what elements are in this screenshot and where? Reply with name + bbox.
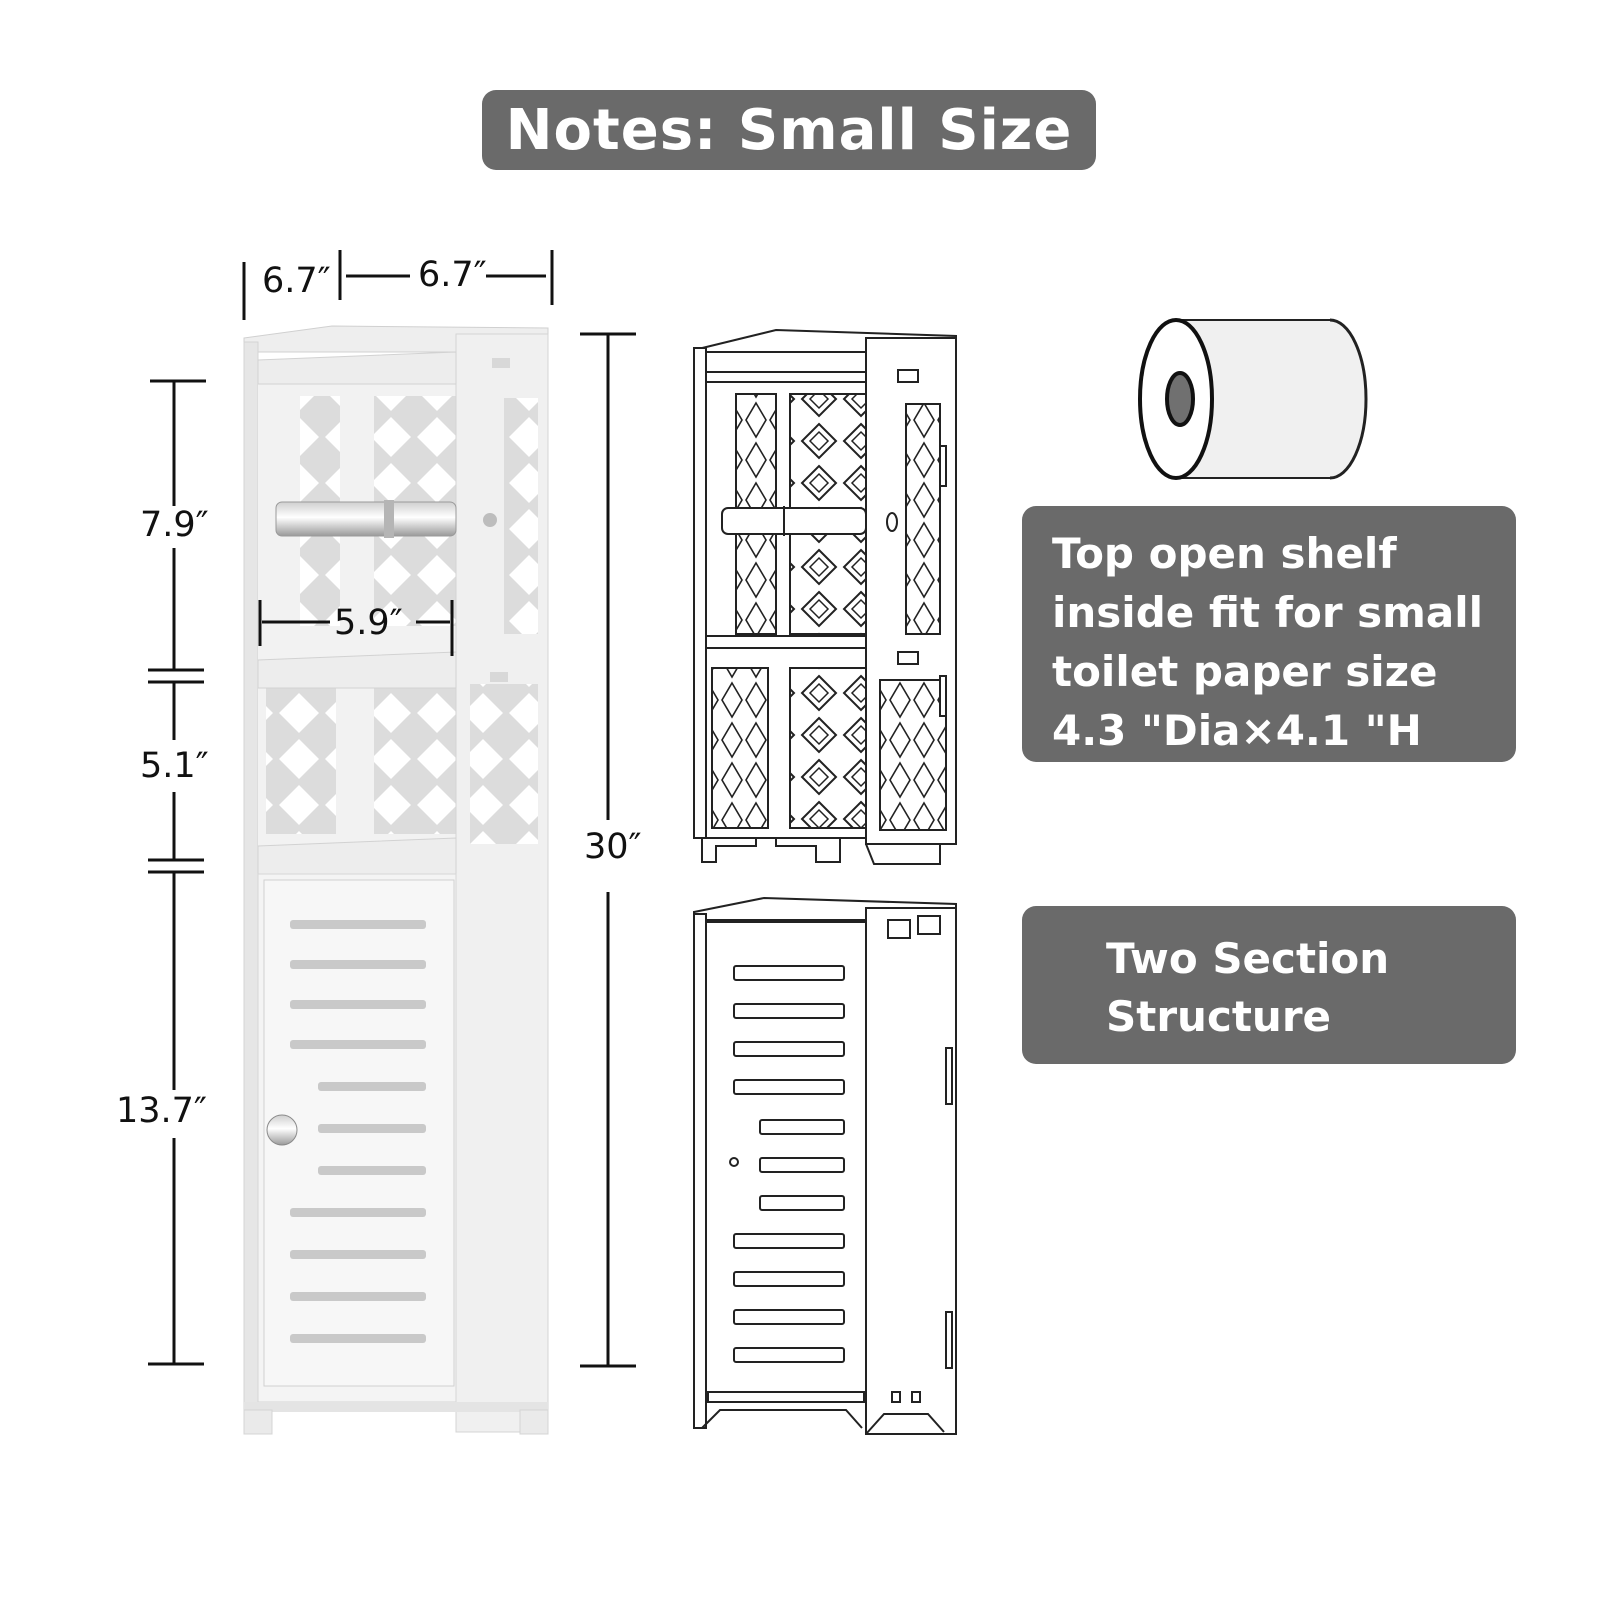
top-section-drawing	[693, 328, 957, 865]
bottom-section-drawing	[693, 896, 957, 1435]
upper-shelf-height-label: 7.9″	[140, 505, 209, 545]
title-banner: Notes: Small Size	[482, 90, 1096, 170]
note-line: 4.3 "Dia×4.1 "H	[1052, 706, 1422, 755]
inner-width-label: 5.9″	[334, 603, 403, 643]
note-line: Structure	[1106, 992, 1332, 1041]
depth-label: 6.7″	[418, 255, 487, 295]
toilet-paper-note: Top open shelf inside fit for small toil…	[1022, 506, 1516, 762]
title-text: Notes: Small Size	[505, 97, 1073, 163]
note-line: toilet paper size	[1052, 647, 1438, 696]
note-line: inside fit for small	[1052, 588, 1484, 637]
cabinet-height-label: 13.7″	[116, 1091, 208, 1131]
cabinet-photo	[243, 325, 549, 1435]
dimension-lines	[148, 250, 636, 1368]
note-line: Top open shelf	[1052, 529, 1397, 578]
structure-note: Two Section Structure	[1022, 906, 1516, 1064]
total-height-label: 30″	[584, 827, 642, 867]
middle-shelf-height-label: 5.1″	[140, 746, 209, 786]
toilet-paper-roll	[1138, 318, 1368, 480]
note-line: Two Section	[1106, 934, 1390, 983]
width-label: 6.7″	[262, 261, 331, 301]
